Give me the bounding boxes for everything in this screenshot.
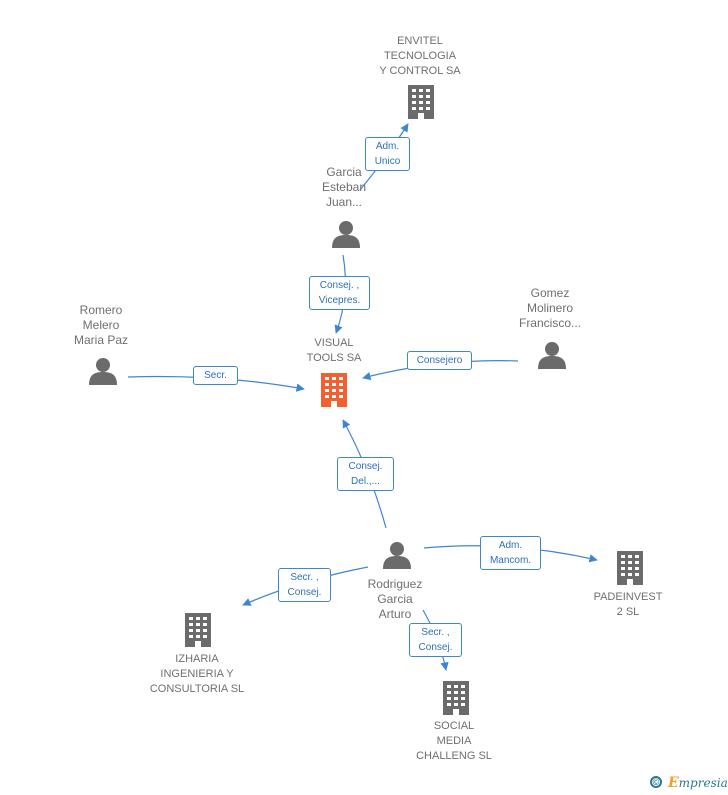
person-icon-romero: [89, 358, 117, 385]
building-icon-envitel: [408, 85, 434, 119]
person-icon-garcia: [332, 221, 360, 248]
node-label-izharia[interactable]: IZHARIA INGENIERIA Y CONSULTORIA SL: [149, 653, 245, 695]
building-icon-visual-main: [321, 373, 347, 407]
building-icon-padeinvest: [617, 551, 643, 585]
relation-adm-unico: Adm. Unico: [365, 137, 410, 171]
relation-adm-mancom: Adm. Mancom.: [480, 536, 541, 570]
building-icon-social: [443, 681, 469, 715]
node-label-visual[interactable]: VISUAL TOOLS SA: [306, 337, 362, 364]
node-label-rodriguez[interactable]: Rodriguez Garcia Arturo: [367, 577, 423, 621]
relation-secr: Secr.: [193, 366, 238, 385]
person-icon-gomez: [538, 342, 566, 369]
relation-secr-consej-social: Secr. , Consej.: [409, 623, 462, 657]
person-icon-rodriguez: [383, 542, 411, 569]
relation-consej-del: Consej. Del.,...: [337, 457, 394, 491]
node-label-garcia[interactable]: Garcia Esteban Juan...: [321, 165, 367, 209]
node-label-social[interactable]: SOCIAL MEDIA CHALLENG SL: [416, 720, 492, 762]
node-label-romero[interactable]: Romero Melero Maria Paz: [73, 303, 129, 347]
relation-secr-consej-izharia: Secr. , Consej.: [278, 568, 331, 602]
node-label-envitel[interactable]: ENVITEL TECNOLOGIA Y CONTROL SA: [379, 35, 461, 77]
node-label-padeinvest[interactable]: PADEINVEST 2 SL: [593, 591, 663, 618]
building-icon-izharia: [185, 613, 211, 647]
node-label-gomez[interactable]: Gomez Molinero Francisco...: [518, 286, 581, 330]
relation-consejero: Consejero: [407, 351, 472, 370]
relation-consej-vicepres: Consej. , Vicepres.: [309, 276, 370, 310]
brand-name: Empresia: [668, 775, 728, 791]
copyright-icon: ©: [650, 776, 662, 788]
